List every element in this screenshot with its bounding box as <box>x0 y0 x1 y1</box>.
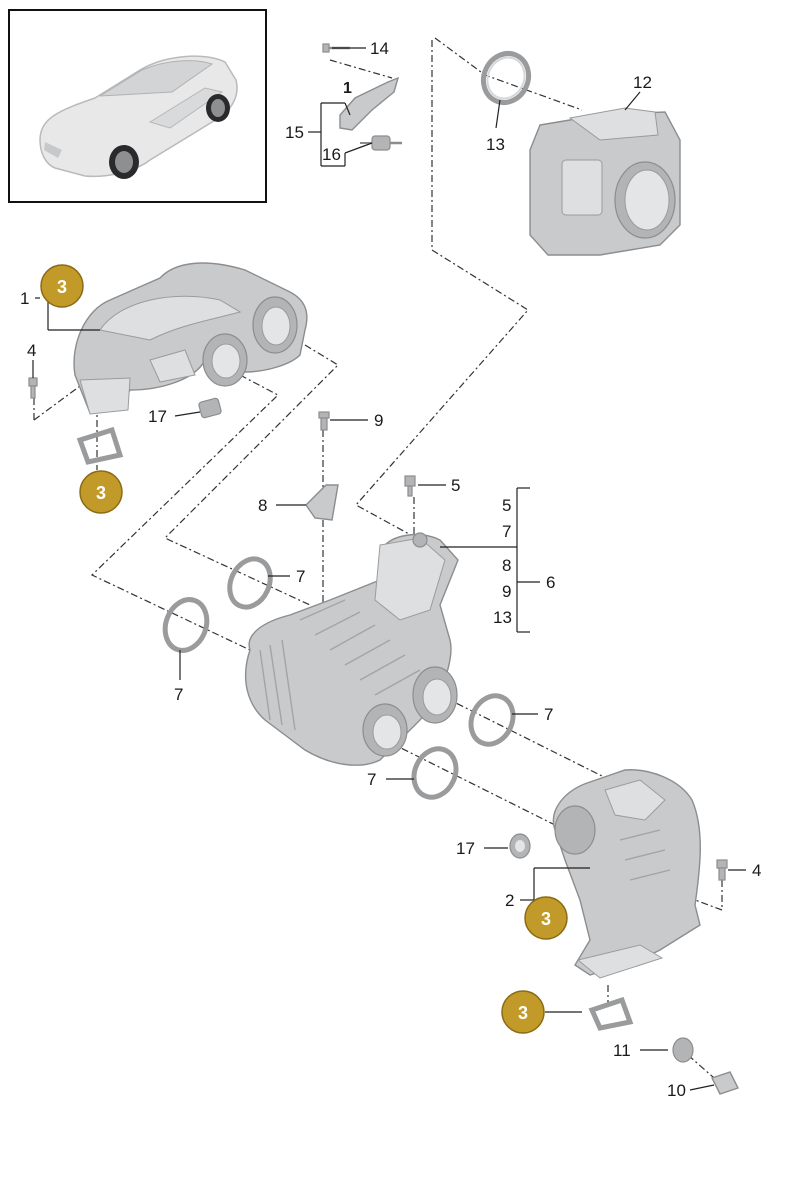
group6-item-9[interactable]: 9 <box>502 582 511 601</box>
part-4-bolt-right[interactable] <box>716 859 728 881</box>
label-1-bracket[interactable]: 1 <box>343 80 352 97</box>
badge-3-lower-left[interactable]: 3 <box>79 470 123 514</box>
part-7-seal-ring-b[interactable] <box>158 594 213 657</box>
badge-3-bottom[interactable]: 3 <box>501 990 545 1034</box>
part-13-seal-ring[interactable] <box>475 46 536 110</box>
part-5-valve[interactable] <box>404 475 416 497</box>
part-12-throttle-body[interactable] <box>529 107 681 256</box>
badge-3-right-manifold[interactable]: 3 <box>524 896 568 940</box>
part-labels: 14 1 15 16 13 12 1 4 17 9 8 5 5 7 8 9 13… <box>20 39 761 1100</box>
part-4-bolt-left[interactable] <box>28 377 38 399</box>
badge-3-text: 3 <box>518 1003 528 1023</box>
label-4-left[interactable]: 4 <box>27 341 36 360</box>
label-7-b[interactable]: 7 <box>174 685 183 704</box>
part-7-seal-ring-a[interactable] <box>222 552 278 613</box>
part-2-intake-manifold-right[interactable] <box>552 769 701 979</box>
group6-item-13[interactable]: 13 <box>493 608 512 627</box>
part-7-seal-ring-d[interactable] <box>406 742 463 804</box>
label-2[interactable]: 2 <box>505 891 514 910</box>
label-7-a[interactable]: 7 <box>296 567 305 586</box>
part-1-intake-manifold-left[interactable] <box>73 262 308 415</box>
label-9[interactable]: 9 <box>374 411 383 430</box>
part-3-gasket-right[interactable] <box>588 996 634 1031</box>
label-6[interactable]: 6 <box>546 573 555 592</box>
group6-item-8[interactable]: 8 <box>502 556 511 575</box>
leader-lines <box>32 47 746 1091</box>
part-7-seal-ring-c[interactable] <box>463 689 520 751</box>
label-10[interactable]: 10 <box>667 1081 686 1100</box>
part-3-gasket-left[interactable] <box>76 426 124 465</box>
label-8[interactable]: 8 <box>258 496 267 515</box>
group6-item-7[interactable]: 7 <box>502 522 511 541</box>
part-11-grommet[interactable] <box>672 1037 694 1063</box>
badge-3-top-left[interactable]: 3 <box>40 264 84 308</box>
label-15[interactable]: 15 <box>285 123 304 142</box>
part-9-bolt[interactable] <box>318 411 330 431</box>
label-16[interactable]: 16 <box>322 145 341 164</box>
part-6-intake-distributor[interactable] <box>244 532 459 766</box>
label-17-right[interactable]: 17 <box>456 839 475 858</box>
part-10-sensor[interactable] <box>711 1071 739 1095</box>
label-11[interactable]: 11 <box>613 1041 631 1060</box>
label-12[interactable]: 12 <box>633 73 652 92</box>
label-4-right[interactable]: 4 <box>752 861 761 880</box>
car-thumbnail[interactable] <box>8 9 267 203</box>
badge-3-text: 3 <box>541 909 551 929</box>
group6-item-5[interactable]: 5 <box>502 496 511 515</box>
part-1-bracket[interactable] <box>339 76 400 131</box>
badge-3-text: 3 <box>96 483 106 503</box>
label-13[interactable]: 13 <box>486 135 505 154</box>
label-7-d[interactable]: 7 <box>367 770 376 789</box>
part-17-plug-left[interactable] <box>198 397 222 419</box>
car-thumbnail-icon <box>39 55 238 179</box>
label-17-left[interactable]: 17 <box>148 407 167 426</box>
label-7-c[interactable]: 7 <box>544 705 553 724</box>
label-14[interactable]: 14 <box>370 39 389 58</box>
badge-3-text: 3 <box>57 277 67 297</box>
label-5[interactable]: 5 <box>451 476 460 495</box>
part-8-sensor[interactable] <box>305 484 339 521</box>
part-17-plug-right[interactable] <box>509 833 531 859</box>
label-1[interactable]: 1 <box>20 289 29 308</box>
part-16-damper[interactable] <box>360 135 402 151</box>
